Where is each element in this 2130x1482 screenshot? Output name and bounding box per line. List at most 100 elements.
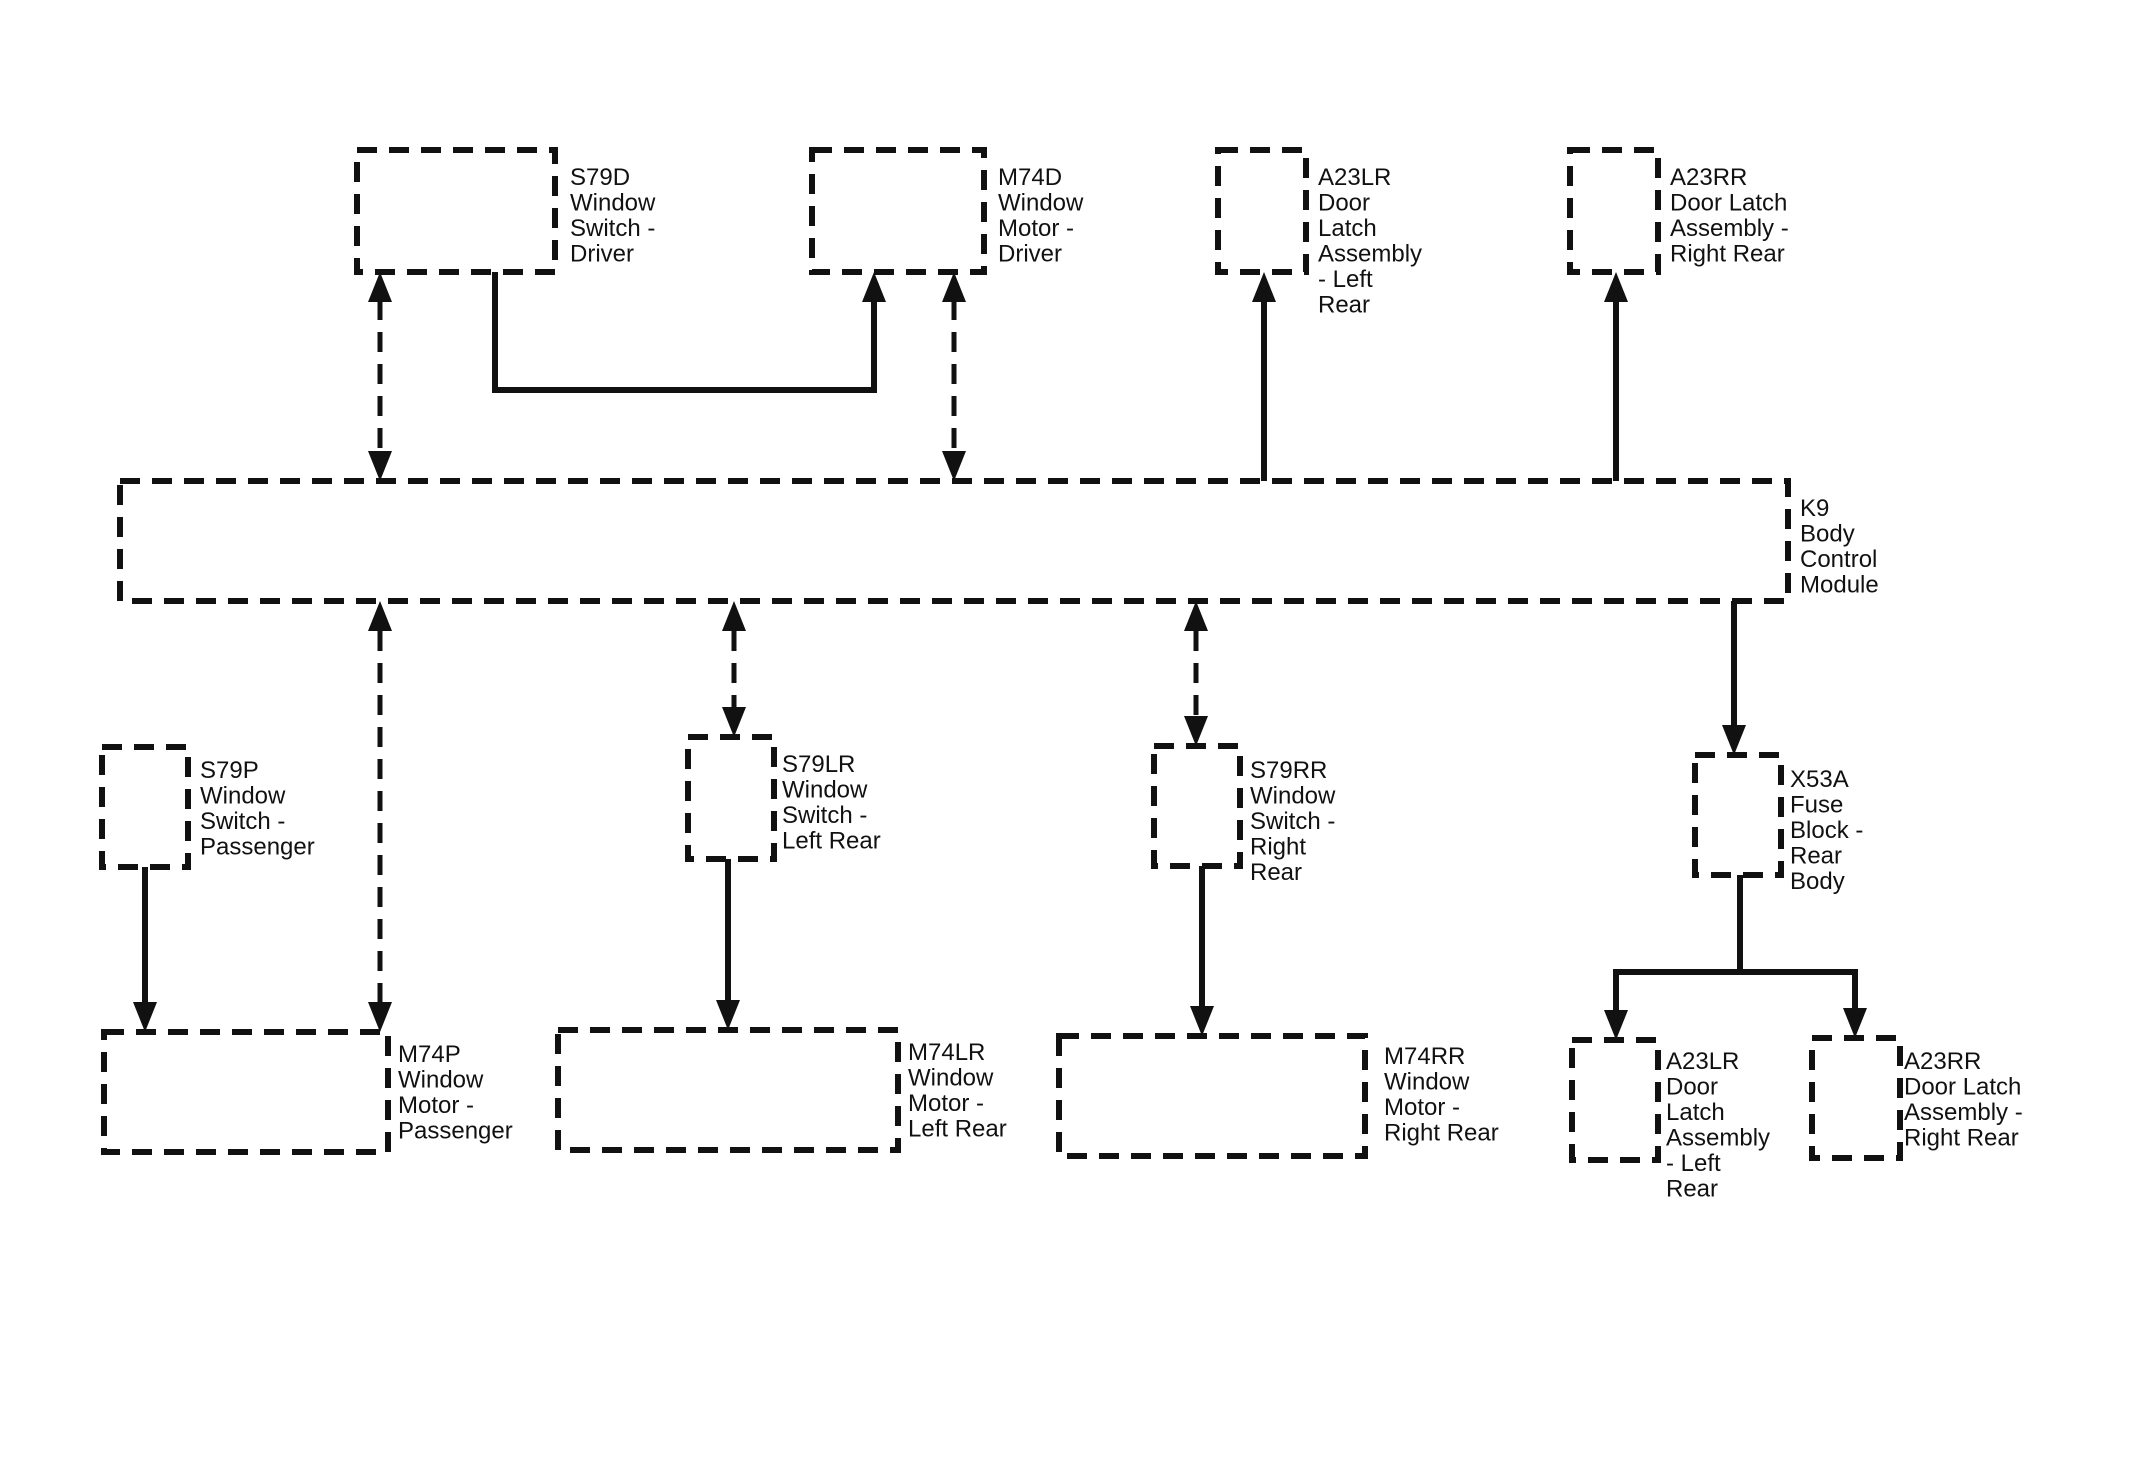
label-line: Block - <box>1790 817 1863 844</box>
label-line: M74P <box>398 1041 461 1068</box>
arrow-head <box>368 451 392 481</box>
arrow-head <box>1722 725 1746 755</box>
label-line: Right Rear <box>1904 1125 2019 1152</box>
label-line: Motor - <box>908 1090 984 1117</box>
arrow-head <box>133 1002 157 1032</box>
label-line: Motor - <box>1384 1094 1460 1121</box>
s79rr-box <box>1151 743 1243 869</box>
label-line: Window <box>908 1065 994 1092</box>
s79d-to-m74d-wire <box>492 272 877 393</box>
label-line: Right Rear <box>1670 241 1785 268</box>
label-line: Window <box>570 190 656 217</box>
s79d-box <box>354 147 558 275</box>
label-line: A23LR <box>1666 1048 1739 1075</box>
label-line: Passenger <box>398 1118 513 1145</box>
arrow-head <box>368 601 392 631</box>
label-line: Rear <box>1318 292 1370 319</box>
m74rr-box <box>1056 1033 1368 1159</box>
label-line: Right Rear <box>1384 1120 1499 1147</box>
x53a-box <box>1692 752 1784 878</box>
arrow-head <box>1843 1008 1867 1038</box>
label-line: Assembly <box>1318 241 1422 268</box>
label-line: Door Latch <box>1670 190 1787 217</box>
arrow-head <box>942 272 966 302</box>
label-line: M74LR <box>908 1039 985 1066</box>
label-line: Driver <box>570 241 634 268</box>
label-line: Window <box>398 1067 484 1094</box>
arrow-head <box>1190 1006 1214 1036</box>
label-line: Door Latch <box>1904 1074 2021 1101</box>
label-line: Passenger <box>200 834 315 861</box>
label-line: Window <box>1384 1069 1470 1096</box>
arrow-head <box>1604 272 1628 302</box>
label-line: Window <box>1250 783 1336 810</box>
label-line: Assembly <box>1666 1125 1770 1152</box>
m74lr-box <box>555 1027 901 1153</box>
a23rr-bottom-box <box>1809 1035 1903 1161</box>
label-line: Rear <box>1250 859 1302 886</box>
arrow-head <box>942 451 966 481</box>
x53a-to-a23lr-wire <box>1613 969 1740 1010</box>
label-line: Window <box>200 783 286 810</box>
label-line: S79P <box>200 757 259 784</box>
label-line: A23RR <box>1904 1048 1981 1075</box>
arrow-head <box>716 1000 740 1030</box>
arrow-head <box>368 1002 392 1032</box>
label-line: Switch - <box>1250 808 1335 835</box>
label-line: S79RR <box>1250 757 1327 784</box>
label-line: Latch <box>1318 215 1377 242</box>
arrow-head <box>862 272 886 302</box>
arrow-head <box>1604 1010 1628 1040</box>
a23rr-top-box <box>1567 147 1661 275</box>
label-line: Driver <box>998 241 1062 268</box>
label-line: Rear <box>1666 1176 1718 1203</box>
label-line: Left Rear <box>782 828 881 855</box>
label-line: Window <box>782 777 868 804</box>
label-line: A23RR <box>1670 164 1747 191</box>
label-line: A23LR <box>1318 164 1391 191</box>
label-line: S79LR <box>782 751 855 778</box>
label-line: Door <box>1318 190 1370 217</box>
label-line: Window <box>998 190 1084 217</box>
label-line: Assembly - <box>1904 1099 2023 1126</box>
label-line: M74RR <box>1384 1043 1465 1070</box>
label-line: Door <box>1666 1074 1718 1101</box>
a23lr-bottom-box <box>1569 1037 1661 1163</box>
m74p-box <box>101 1029 391 1155</box>
label-line: Switch - <box>200 808 285 835</box>
arrow-head <box>722 707 746 737</box>
label-line: Fuse <box>1790 792 1843 819</box>
label-line: Switch - <box>782 802 867 829</box>
s79lr-box <box>685 734 777 862</box>
label-line: Latch <box>1666 1099 1725 1126</box>
label-line: - Left <box>1666 1150 1721 1177</box>
k9-box <box>117 478 1791 604</box>
arrow-head <box>1184 716 1208 746</box>
label-line: K9 <box>1800 495 1829 522</box>
label-line: Rear <box>1790 843 1842 870</box>
x53a-to-a23rr-wire <box>1740 969 1858 1008</box>
a23lr-top-box <box>1215 147 1309 275</box>
arrow-head <box>722 601 746 631</box>
arrow-head <box>368 272 392 302</box>
arrow-head <box>1184 601 1208 631</box>
label-line: Motor - <box>398 1092 474 1119</box>
label-line: S79D <box>570 164 630 191</box>
label-line: Body <box>1800 521 1855 548</box>
label-line: M74D <box>998 164 1062 191</box>
label-line: Body <box>1790 868 1845 895</box>
label-line: Motor - <box>998 215 1074 242</box>
s79p-box <box>99 744 191 870</box>
